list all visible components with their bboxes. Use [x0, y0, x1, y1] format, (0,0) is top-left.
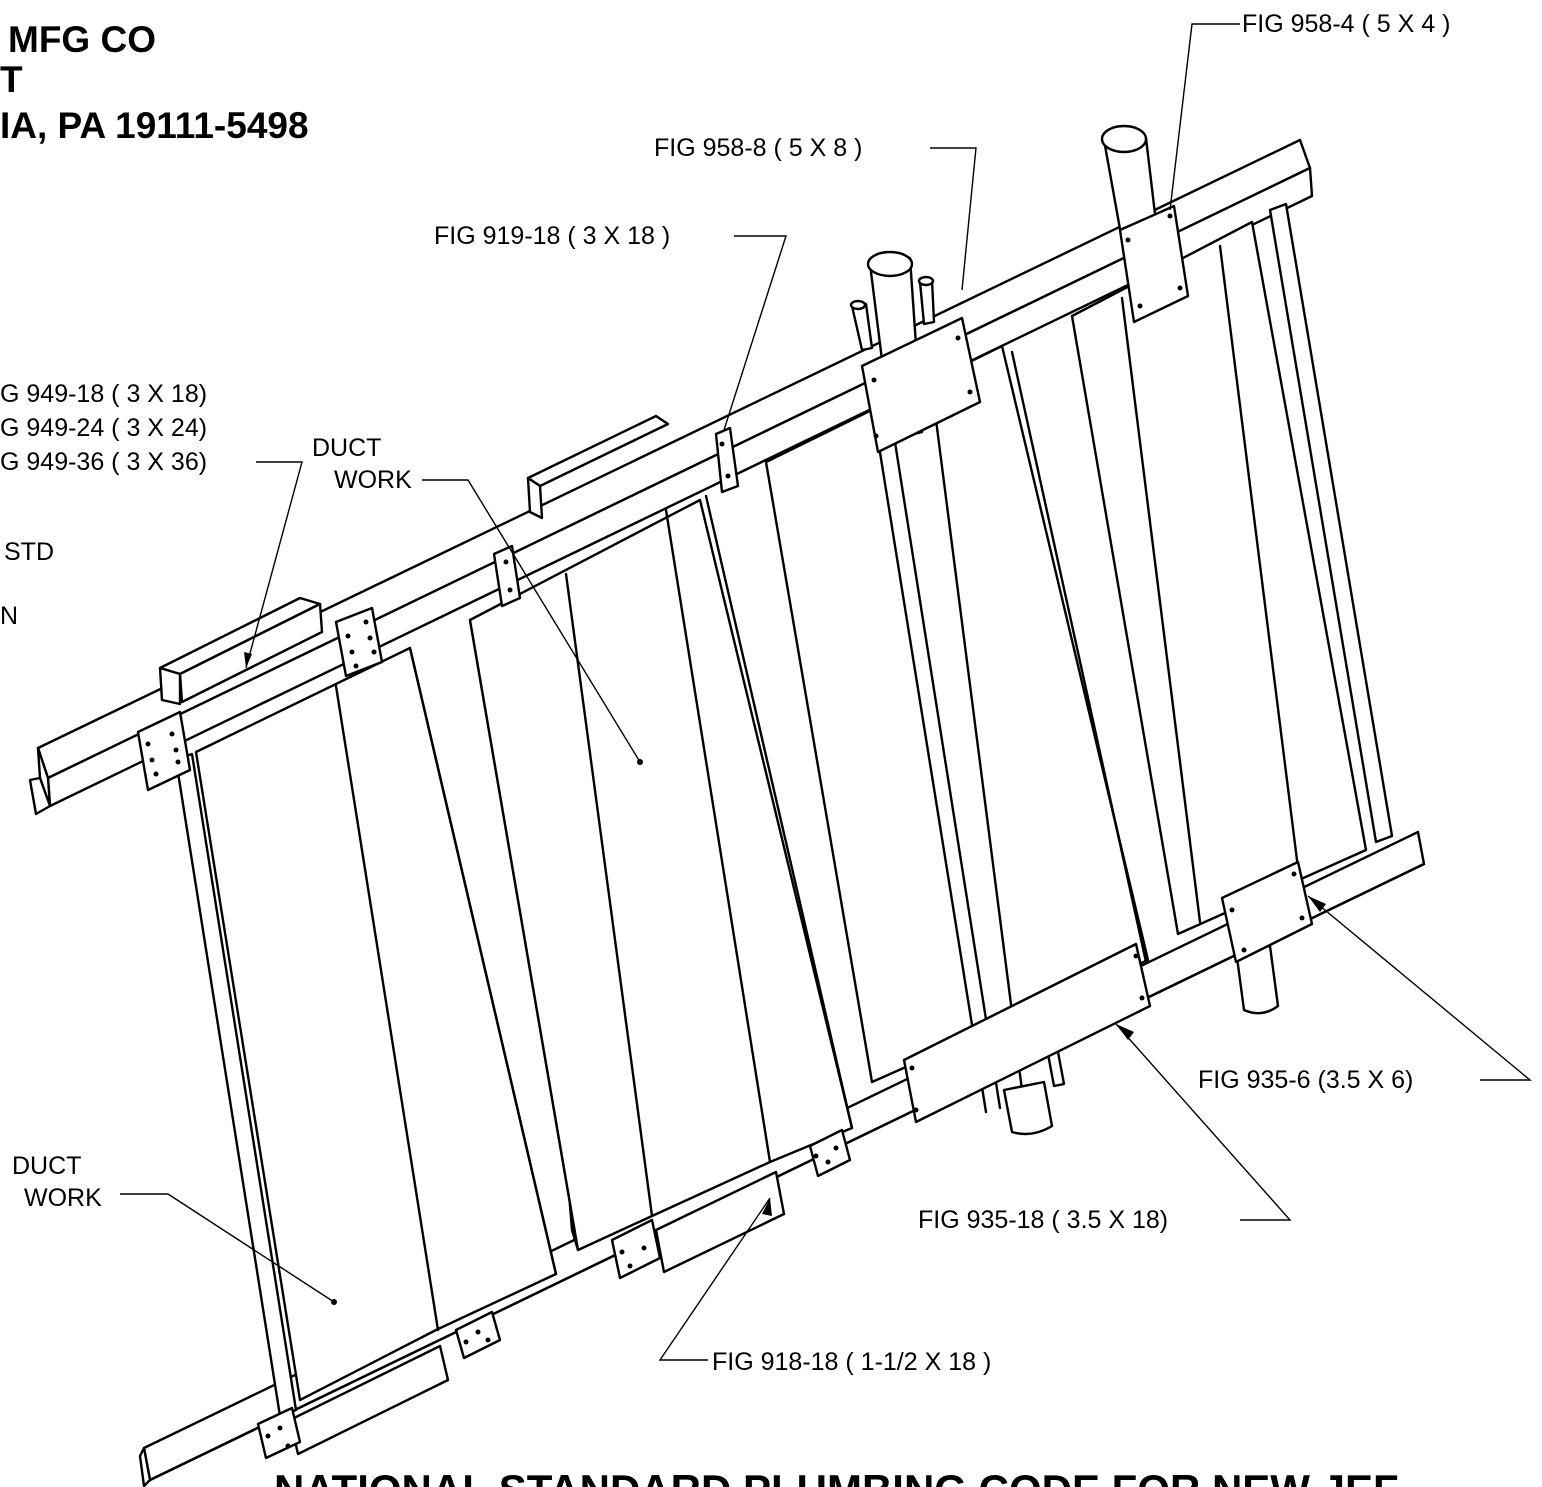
side-note-n: N — [0, 602, 18, 630]
header-street-line: T — [0, 59, 23, 100]
label-fig-935-6: FIG 935-6 (3.5 X 6) — [1198, 1066, 1413, 1094]
label-duct-work-upper-line1: DUCT — [312, 434, 381, 462]
hanger-plates — [136, 204, 1314, 1460]
label-fig-958-4: FIG 958-4 ( 5 X 4 ) — [1242, 10, 1450, 38]
label-duct-work-lower-line1: DUCT — [12, 1152, 81, 1180]
top-duct-stubs — [158, 414, 670, 706]
label-duct-work-lower-line2: WORK — [24, 1184, 102, 1212]
label-fig-935-18: FIG 935-18 ( 3.5 X 18) — [918, 1206, 1168, 1234]
header-company-line: MFG CO — [8, 19, 156, 60]
label-duct-work-upper-line2: WORK — [334, 466, 412, 494]
side-note-std: STD — [4, 538, 54, 566]
footer-title: NATIONAL STANDARD PLUMBING CODE FOR NEW … — [274, 1466, 1399, 1487]
label-fig-919-18: FIG 919-18 ( 3 X 18 ) — [434, 222, 670, 250]
leader-lines — [120, 23, 1532, 1361]
side-note-fig-949-18: G 949-18 ( 3 X 18) — [0, 380, 207, 408]
side-note-fig-949-36: G 949-36 ( 3 X 36) — [0, 448, 207, 476]
label-fig-958-8: FIG 958-8 ( 5 X 8 ) — [654, 134, 862, 162]
header-city-line: IA, PA 19111-5498 — [0, 105, 309, 146]
label-fig-918-18: FIG 918-18 ( 1-1/2 X 18 ) — [712, 1348, 991, 1376]
side-note-fig-949-24: G 949-24 ( 3 X 24) — [0, 414, 207, 442]
